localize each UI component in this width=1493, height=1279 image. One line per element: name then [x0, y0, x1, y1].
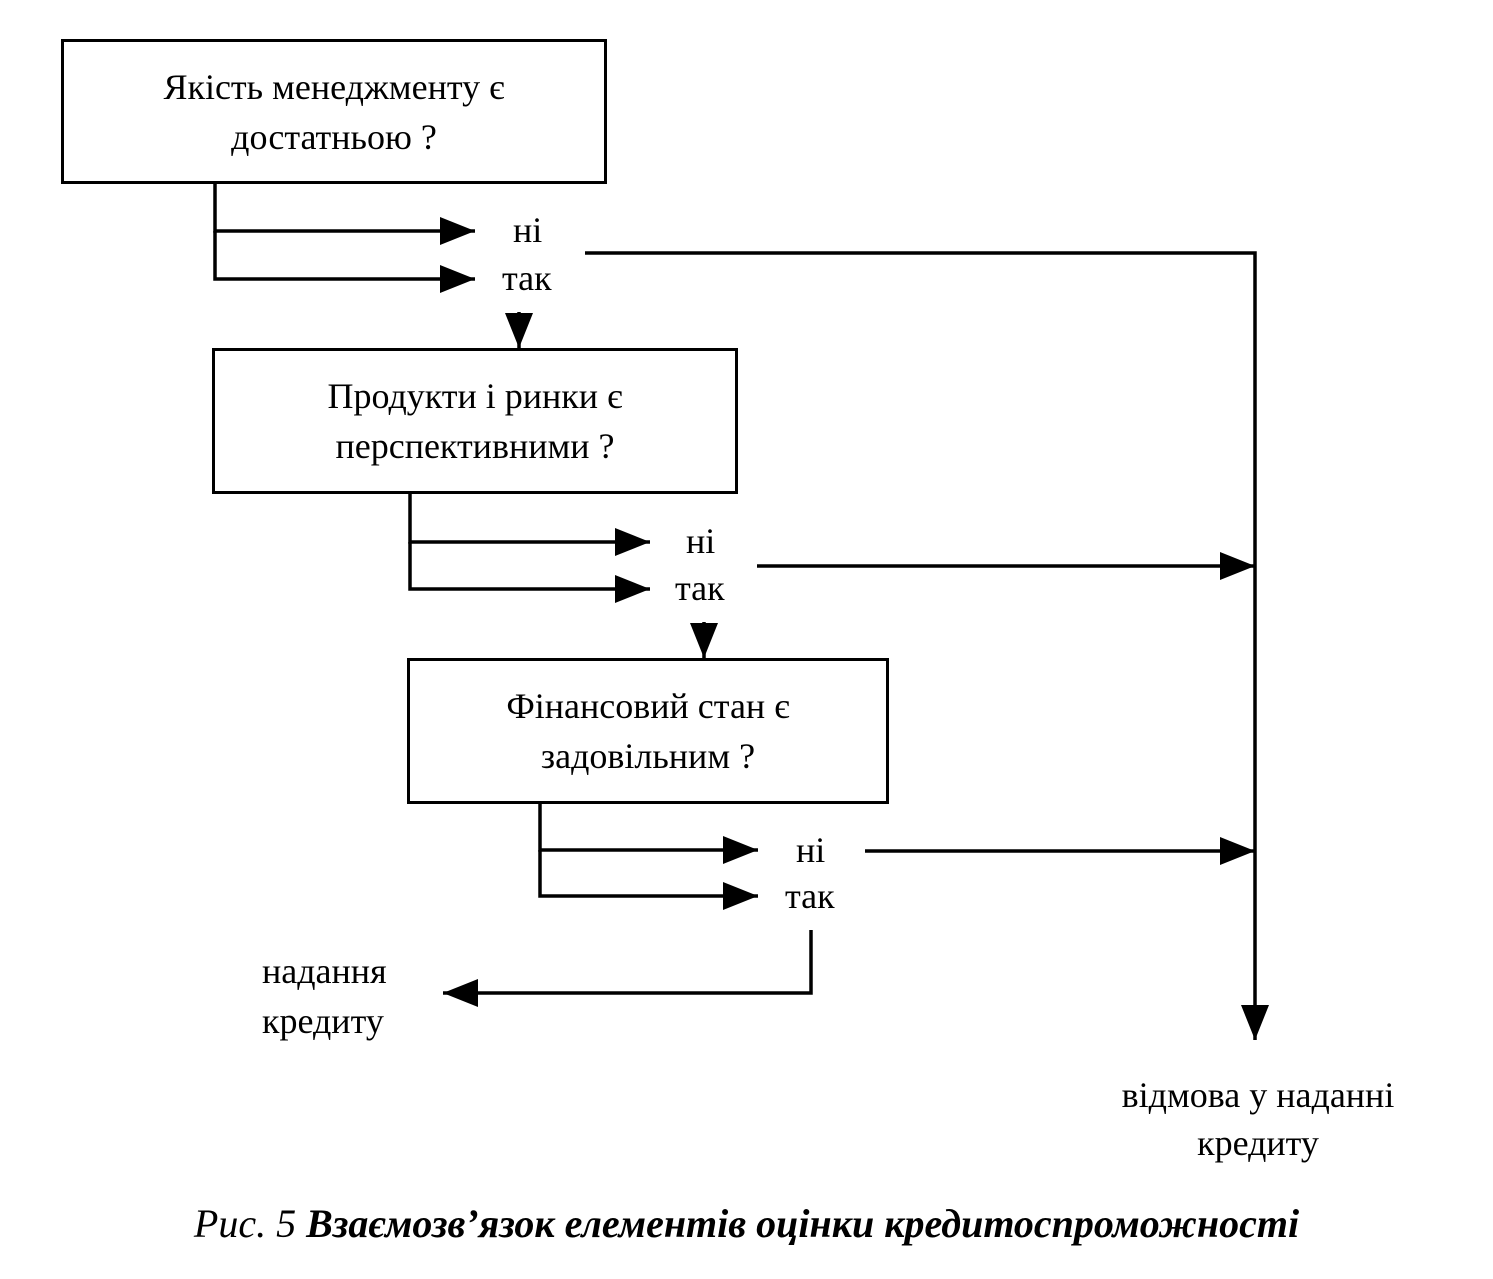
branch-label-no-3: ні	[796, 830, 826, 870]
outcome-refuse-credit: відмова у наданні кредиту	[1098, 1071, 1418, 1167]
connector-box3-yes	[538, 850, 758, 910]
outcome-grant-credit-line1: надання	[262, 951, 387, 991]
outcome-grant-credit-line2: кредиту	[262, 1001, 384, 1041]
branch-label-yes-3: так	[785, 876, 835, 916]
decision-box-management: Якість менеджменту є достатньою ?	[61, 39, 607, 184]
connector-no1-to-refuse	[585, 251, 1269, 1040]
branch-label-no-1: ні	[513, 210, 543, 250]
decision-box-products-markets: Продукти і ринки є перспективними ?	[212, 348, 738, 494]
connector-box1-no	[213, 182, 475, 245]
connector-yes3-to-grant	[443, 930, 813, 1007]
outcome-refuse-credit-line1: відмова у наданні	[1121, 1075, 1395, 1115]
decision-box-financial-state-line2: задовільним ?	[540, 736, 756, 776]
connector-box2-no	[408, 493, 650, 556]
connector-box3-no	[538, 803, 758, 864]
figure-caption: Рис. 5 Взаємозв’язок елементів оцінки кр…	[0, 1200, 1493, 1247]
decision-box-financial-state-line1: Фінансовий стан є	[506, 686, 790, 726]
outcome-refuse-credit-line2: кредиту	[1197, 1123, 1319, 1163]
branch-label-yes-1: так	[502, 258, 552, 298]
branch-label-yes-2: так	[675, 568, 725, 608]
connector-box1-yes	[213, 231, 475, 293]
decision-box-management-line1: Якість менеджменту є	[163, 66, 505, 107]
figure-caption-prefix: Рис. 5	[193, 1201, 307, 1246]
branch-label-no-2: ні	[686, 521, 716, 561]
figure-caption-title: Взаємозв’язок елементів оцінки кредитосп…	[306, 1201, 1300, 1246]
decision-box-financial-state: Фінансовий стан є задовільним ?	[407, 658, 889, 804]
connector-box2-yes	[408, 542, 650, 603]
decision-box-products-markets-line2: перспективними ?	[335, 426, 615, 466]
outcome-grant-credit: надання кредиту	[262, 946, 387, 1046]
decision-box-management-line2: достатньою ?	[231, 116, 437, 157]
decision-box-products-markets-line1: Продукти і ринки є	[327, 376, 623, 416]
